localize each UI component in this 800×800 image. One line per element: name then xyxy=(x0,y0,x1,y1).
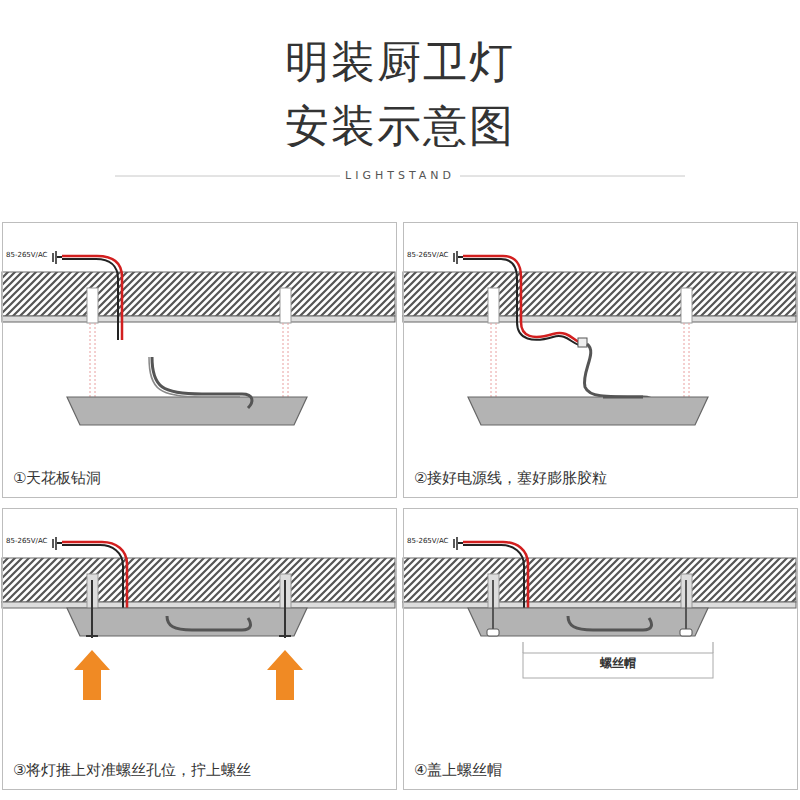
step-caption: ①天花板钻洞 xyxy=(13,469,101,488)
voltage-label: 85-265V/AC xyxy=(6,535,66,547)
step-panel: ①天花板钻洞 xyxy=(2,222,397,498)
step-panel: ②接好电源线，塞好膨胀胶粒 xyxy=(403,222,798,498)
voltage-label: 85-265V/AC xyxy=(6,249,66,261)
voltage-label: 85-265V/AC xyxy=(407,535,467,547)
brand-label: LIGHTSTAND xyxy=(340,168,460,184)
page-title: 明装厨卫灯 安装示意图 xyxy=(270,30,530,158)
voltage-label: 85-265V/AC xyxy=(407,249,467,261)
step-wire xyxy=(403,251,796,425)
step-panel: ③将灯推上对准螺丝孔位，拧上螺丝 xyxy=(2,508,397,790)
step-mount xyxy=(2,537,395,700)
step-caption: ③将灯推上对准螺丝孔位，拧上螺丝 xyxy=(13,761,251,780)
step-cap xyxy=(403,537,796,678)
step-drill xyxy=(2,251,395,425)
step-caption: ②接好电源线，塞好膨胀胶粒 xyxy=(414,469,607,488)
step-caption: ④盖上螺丝帽 xyxy=(414,761,502,780)
step-panel: ④盖上螺丝帽 xyxy=(403,508,798,790)
part-label: 螺丝帽 xyxy=(525,655,711,672)
